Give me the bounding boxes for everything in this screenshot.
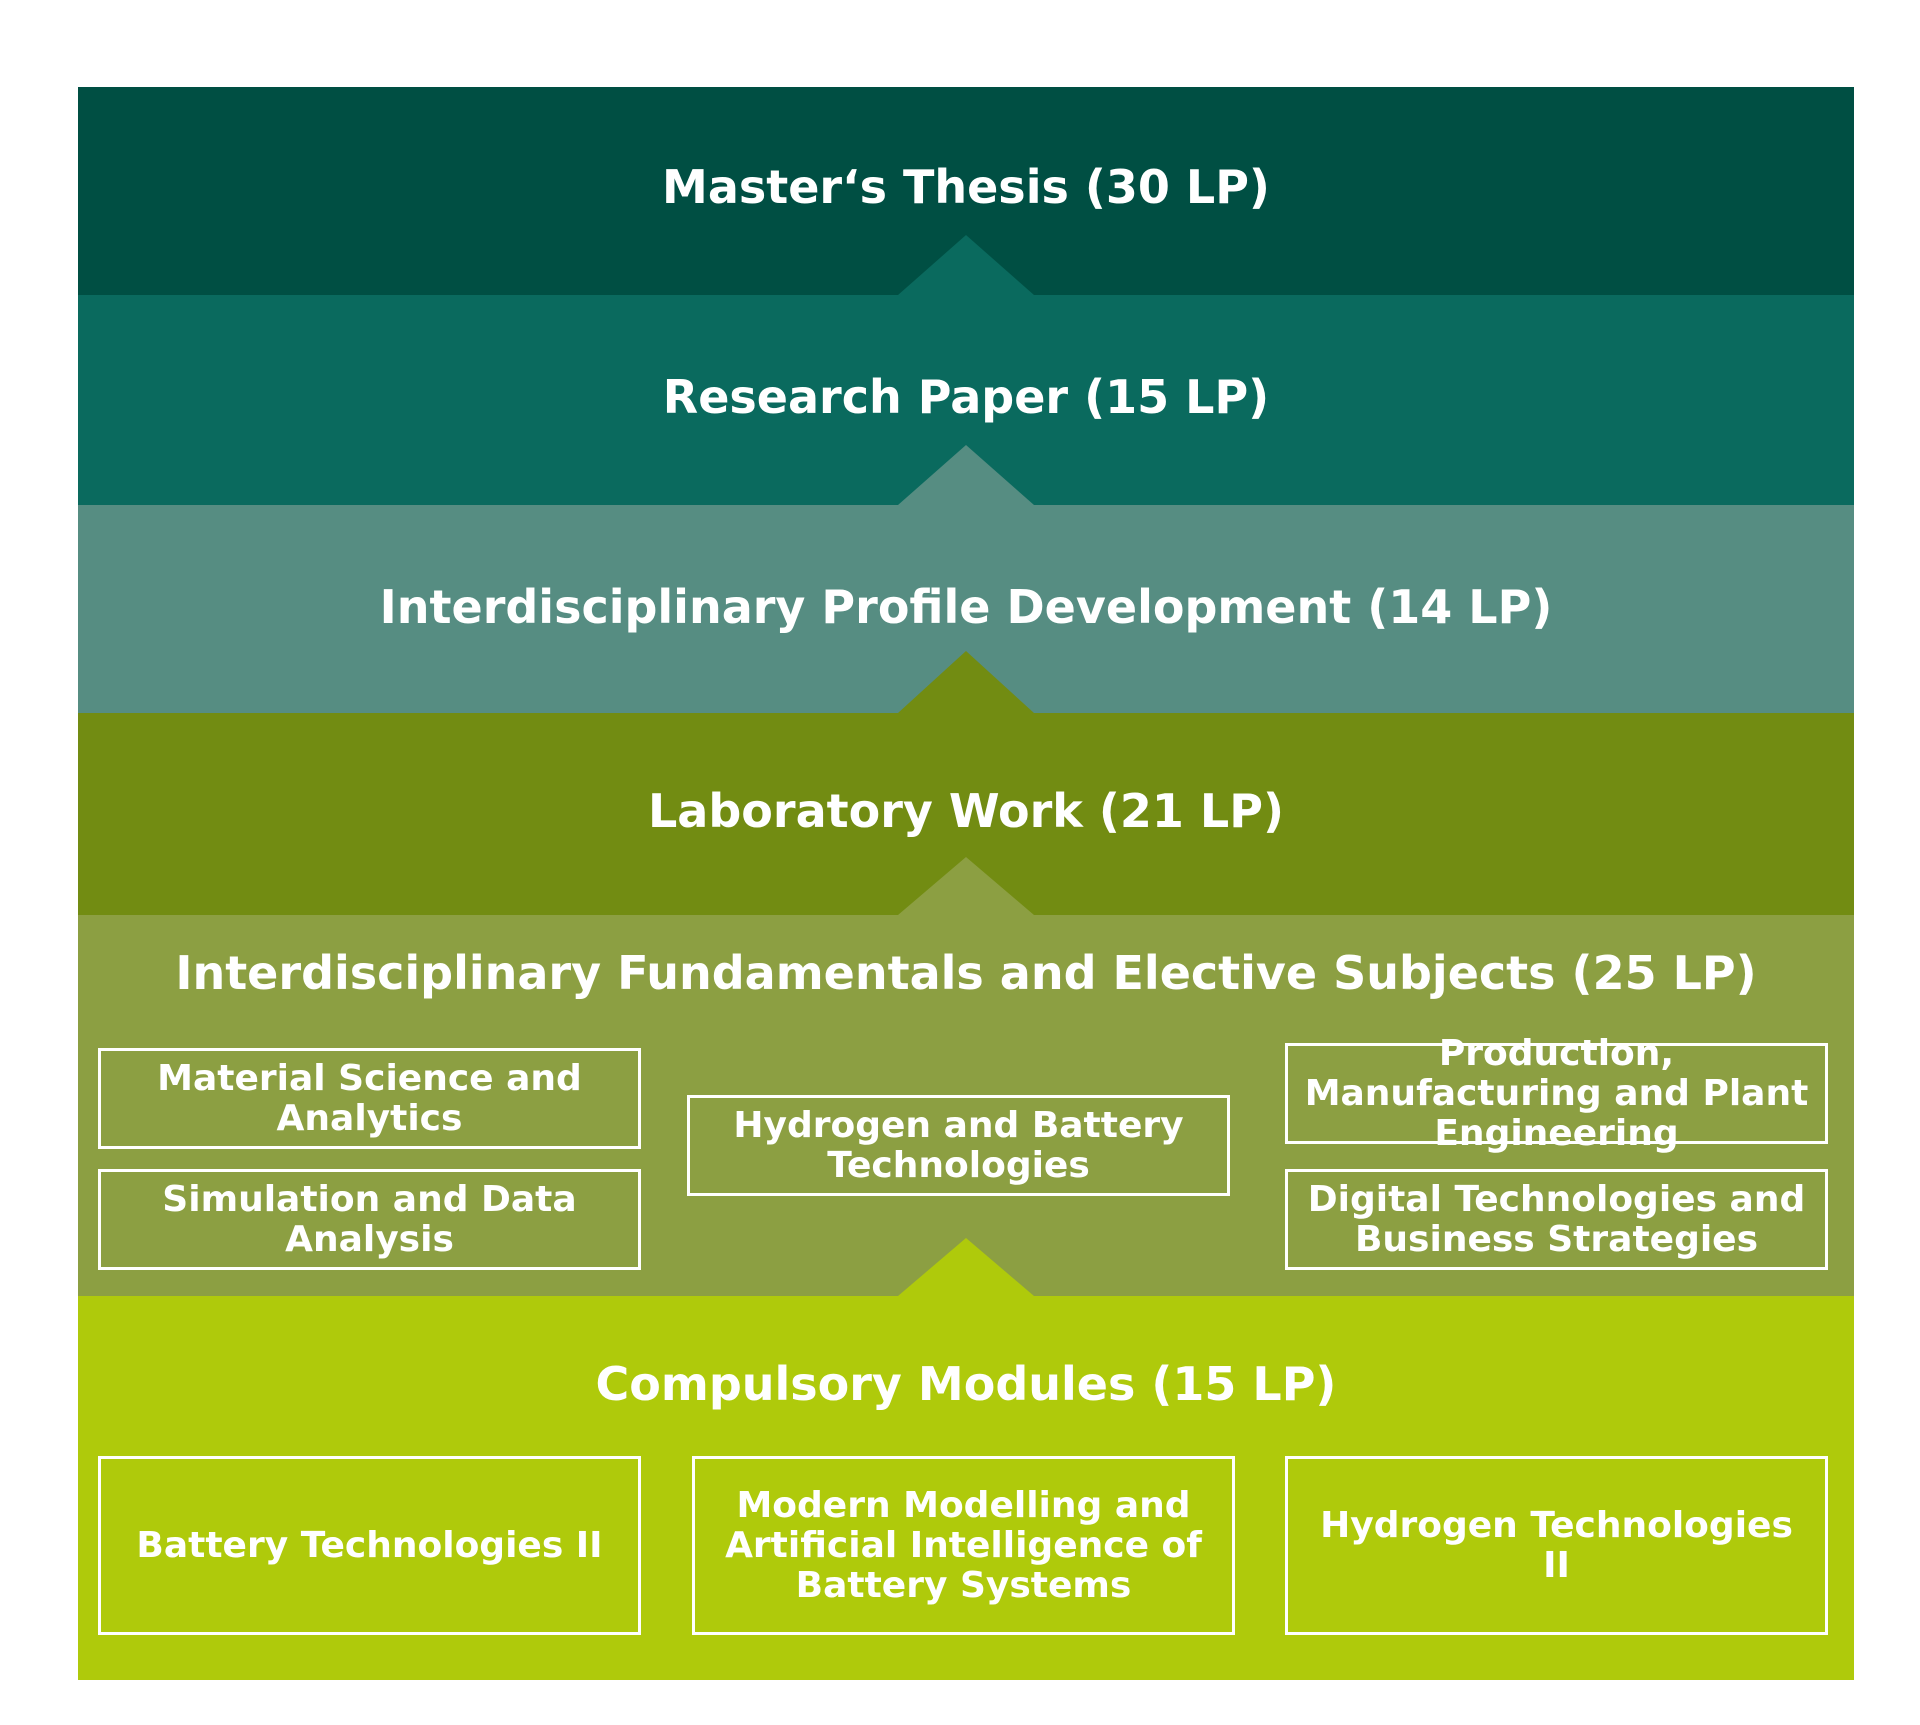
layer-title: Research Paper (15 LP) xyxy=(662,370,1270,424)
module-box-simulation: Simulation and Data Analysis xyxy=(98,1169,641,1270)
arrow-up-icon xyxy=(898,857,1034,915)
layer-fundamentals-electives: Interdisciplinary Fundamentals and Elect… xyxy=(78,857,1854,1296)
arrow-up-icon xyxy=(898,445,1034,505)
module-box-hydrogen-battery: Hydrogen and Battery Technologies xyxy=(687,1095,1230,1196)
module-box-material-science: Material Science and Analytics xyxy=(98,1048,641,1149)
layer-title: Interdisciplinary Fundamentals and Elect… xyxy=(175,946,1757,1000)
module-box-production: Production, Manufacturing and Plant Engi… xyxy=(1285,1033,1828,1153)
module-box-hydrogen-tech-ii: Hydrogen Technologies II xyxy=(1285,1456,1828,1635)
arrow-up-icon xyxy=(898,1238,1034,1296)
module-box-digital-technologies: Digital Technologies and Business Strate… xyxy=(1285,1169,1828,1270)
layer-title: Master‘s Thesis (30 LP) xyxy=(662,160,1270,214)
layer-title: Interdisciplinary Profile Development (1… xyxy=(379,580,1553,634)
layer-title: Compulsory Modules (15 LP) xyxy=(595,1357,1337,1411)
arrow-up-icon xyxy=(898,651,1034,713)
arrow-up-icon xyxy=(898,235,1034,295)
layer-title: Laboratory Work (21 LP) xyxy=(648,784,1284,838)
layer-laboratory-work: Laboratory Work (21 LP) xyxy=(78,651,1854,915)
module-box-modern-modelling: Modern Modelling and Artificial Intellig… xyxy=(692,1456,1235,1635)
study-structure-diagram: Master‘s Thesis (30 LP) Research Paper (… xyxy=(78,87,1854,1680)
layer-compulsory-modules: Compulsory Modules (15 LP) Battery Techn… xyxy=(78,1238,1854,1680)
module-box-battery-tech-ii: Battery Technologies II xyxy=(98,1456,641,1635)
